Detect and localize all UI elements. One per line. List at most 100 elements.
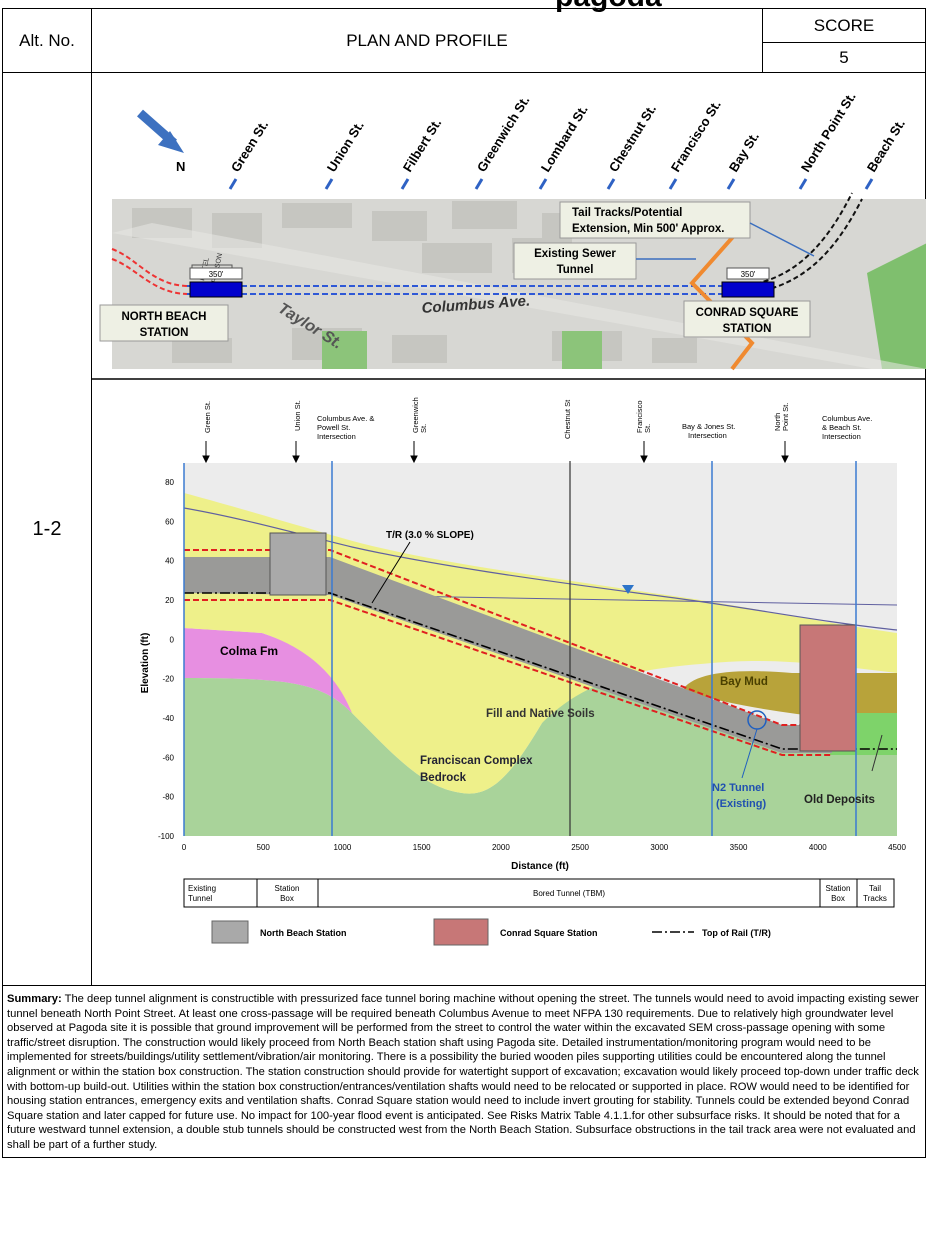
summary-label: Summary: (7, 993, 62, 1005)
street-label: Bay St. (726, 129, 762, 174)
existing-tunnel-red-2 (111, 258, 188, 295)
label-north-point-1: North (773, 413, 782, 431)
profile-view: T/R (3.0 % SLOPE) Colma Fm Bay Mud Fill … (140, 397, 907, 946)
profile-legend: North Beach Station Conrad Square Statio… (211, 918, 771, 946)
north-beach-station-box (189, 281, 243, 298)
segment-bar-frame (183, 878, 895, 908)
park-mid (562, 331, 602, 369)
park-right (867, 243, 926, 369)
legend-rail-label: Top of Rail (T/R) (702, 928, 771, 938)
evaluation-table: Alt. No. PLAN AND PROFILE SCORE 5 1-2 (2, 8, 926, 1158)
street-label: Greenwich St. (474, 93, 533, 174)
conrad-len-label: 350' (741, 270, 756, 279)
street-label: Beach St. (864, 116, 908, 174)
segment-box1-2: Box (280, 894, 294, 903)
street-label: Filbert St. (400, 116, 444, 175)
plan-view: Green St. Union St. Filbert St. Greenwich S… (99, 89, 926, 371)
street-labels: Green St. Union St. Filbert St. Greenwich S… (228, 89, 908, 190)
ground-surface-line (183, 507, 898, 631)
segment-box1-1: Station (275, 884, 300, 893)
old-deposits-label: Old Deposits (804, 794, 875, 806)
franciscan-label-2: Bedrock (420, 772, 467, 784)
label-green: Green St. (203, 401, 212, 433)
score-header: SCORE (762, 8, 926, 43)
north-len-label: 350' (209, 270, 224, 279)
figure-cell: Green St. Union St. Filbert St. Greenwich S… (91, 72, 926, 986)
park-left (322, 331, 367, 369)
colma-layer (184, 628, 354, 713)
x-tick-label: 2000 (492, 843, 510, 852)
segment-tail-2: Tracks (863, 894, 887, 903)
slope-label: T/R (3.0 % SLOPE) (386, 530, 474, 541)
street-label: Union St. (324, 118, 367, 174)
street-tick (474, 178, 484, 190)
x-tick-label: 1000 (334, 843, 352, 852)
y-tick-label: 80 (165, 478, 174, 487)
label-greenwich-1: Greenwich (411, 397, 420, 433)
top-of-rail-line (184, 592, 897, 750)
north-station-label-box (99, 304, 229, 342)
x-tick-label: 3000 (650, 843, 668, 852)
x-tick-label: 2500 (571, 843, 589, 852)
fill-native-label: Fill and Native Soils (486, 708, 595, 720)
old-deposits-leader (871, 734, 883, 772)
label-union: Union St. (293, 400, 302, 431)
legend-north-label: North Beach Station (260, 928, 347, 938)
y-axis-label: Elevation (ft) (140, 633, 151, 694)
street-tick (228, 178, 238, 190)
x-tick-label: 500 (257, 843, 271, 852)
plan-profile-figure: Green St. Union St. Filbert St. Greenwich S… (92, 89, 926, 946)
colma-label: Colma Fm (220, 644, 278, 658)
street-tick (606, 178, 616, 190)
y-tick-label: -60 (162, 753, 174, 762)
label-columbus-powell-1: Columbus Ave. & (317, 414, 374, 423)
conrad-station-label-1: CONRAD SQUARE (696, 307, 799, 319)
n2-label-1: N2 Tunnel (712, 782, 764, 794)
x-tick-label: 4500 (888, 843, 906, 852)
x-tick-label: 3500 (730, 843, 748, 852)
tunnel-invert-line (184, 599, 832, 756)
street-tick (668, 178, 678, 190)
conrad-station-label-box (683, 300, 811, 338)
label-bay-jones-1: Bay & Jones St. (682, 422, 735, 431)
tail-callout-line2: Extension, Min 500' Approx. (572, 223, 724, 235)
segment-existing-1: Existing (188, 884, 216, 893)
north-arrow-icon (158, 131, 184, 153)
sewer-callout-line2: Tunnel (557, 264, 594, 276)
alt-no-header: Alt. No. (2, 8, 92, 73)
north-station-label-1: NORTH BEACH (122, 311, 207, 323)
x-axis-label: Distance (ft) (511, 861, 569, 872)
segment-bored: Bored Tunnel (TBM) (533, 889, 605, 898)
y-tick-label: -80 (162, 793, 174, 802)
y-tick-label: 60 (165, 517, 174, 526)
north-label: N (176, 159, 185, 174)
legend-conrad-label: Conrad Square Station (500, 928, 598, 938)
street-tick (726, 178, 736, 190)
summary-cell: Summary: The deep tunnel alignment is co… (2, 985, 926, 1158)
y-tick-label: -20 (162, 675, 174, 684)
conrad-len-box (726, 267, 770, 280)
conrad-station-profile (799, 624, 857, 752)
tail-callout-box (559, 201, 751, 239)
plan-profile-header: PLAN AND PROFILE (91, 8, 763, 73)
label-francisco-2: St. (643, 424, 652, 433)
north-beach-station-profile (269, 532, 327, 596)
y-tick-label: -100 (158, 832, 175, 841)
conrad-station-box (721, 281, 775, 298)
street-tick (798, 178, 808, 190)
street-tick (400, 178, 410, 190)
street-tick (864, 178, 874, 190)
y-tick-label: -40 (162, 714, 174, 723)
tunnel-crown-line (184, 549, 832, 726)
street-label: Green St. (228, 118, 271, 175)
slope-leader (371, 541, 411, 604)
segment-existing-2: Tunnel (188, 894, 212, 903)
summary-text: The deep tunnel alignment is constructib… (7, 993, 919, 1151)
label-columbus-beach-2: & Beach St. (822, 423, 862, 432)
segment-box2-1: Station (826, 884, 851, 893)
north-len-box (189, 267, 243, 280)
tail-callout-leader (749, 222, 815, 257)
y-tick-label: 20 (165, 596, 174, 605)
label-bay-jones-2: Intersection (688, 431, 727, 440)
